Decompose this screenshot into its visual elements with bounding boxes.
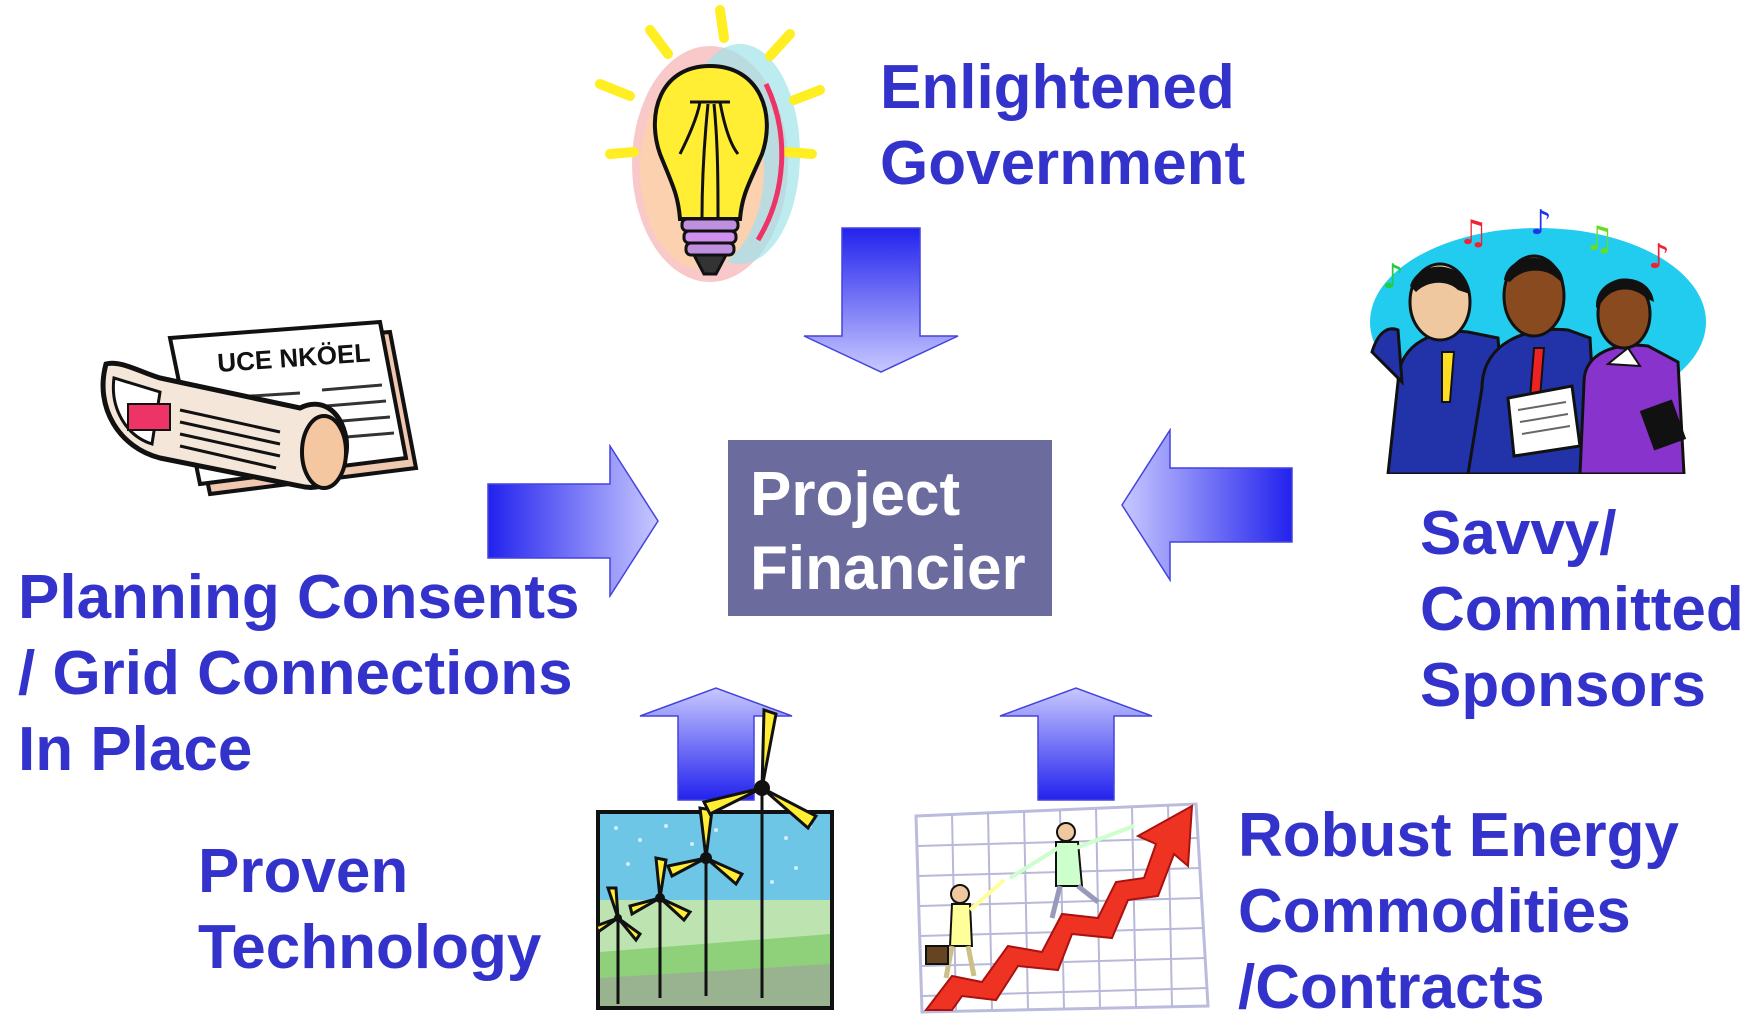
svg-text:♫: ♫ xyxy=(1458,213,1488,253)
label-enlightened-government: Enlightened Government xyxy=(880,53,1246,198)
arrow-left-from-sponsors xyxy=(1121,428,1293,582)
rising-chart-climbers-icon xyxy=(914,802,1210,1014)
label-robust-energy: Robust Energy Commodities /Contracts xyxy=(1238,801,1679,1022)
singing-people-icon: ♪ ♫ ♪ ♫ ♪ xyxy=(1370,203,1706,474)
label-planning-consents: Planning Consents / Grid Connections In … xyxy=(18,563,580,784)
label-proven-technology: Proven Technology xyxy=(198,837,542,982)
center-label-line1: Project xyxy=(750,460,961,529)
svg-text:♪: ♪ xyxy=(1648,237,1670,277)
label-savvy-committed-sponsors: Savvy/ Committed Sponsors xyxy=(1420,499,1744,720)
arrow-down-from-government xyxy=(803,227,959,373)
arrow-right-from-planning xyxy=(487,444,659,598)
arrow-up-from-technology xyxy=(639,687,793,801)
svg-text:♫: ♫ xyxy=(1584,219,1614,259)
newspaper-icon: UCE NKÖEL xyxy=(100,319,419,497)
svg-text:♪: ♪ xyxy=(1382,257,1404,297)
project-financier-box: Project Financier xyxy=(728,440,1052,616)
lightbulb-icon xyxy=(595,5,825,282)
wind-turbines-icon xyxy=(596,708,834,1010)
center-label-line2: Financier xyxy=(750,534,1026,603)
svg-text:♪: ♪ xyxy=(1530,203,1552,243)
arrow-up-from-commodities xyxy=(999,687,1153,801)
